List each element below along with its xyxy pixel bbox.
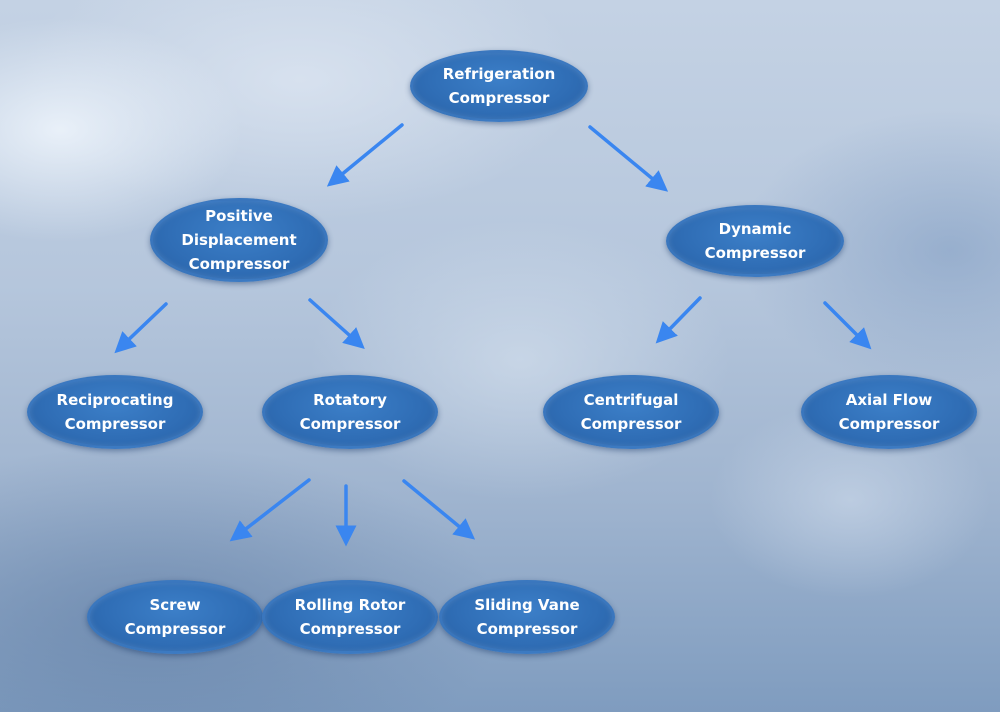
arrow-rotatory-to-screw [229, 478, 311, 542]
node-label: Centrifugal Compressor [580, 391, 682, 433]
arrow-dynamic-to-axial-flow [823, 301, 872, 350]
arrow-root-to-dynamic [588, 125, 669, 192]
node-label: Refrigeration Compressor [442, 65, 556, 107]
node-label: Rolling Rotor Compressor [294, 596, 406, 638]
node-positive-displacement-compressor: Positive Displacement Compressor [150, 198, 328, 282]
node-axial-flow-compressor: Axial Flow Compressor [801, 375, 977, 449]
node-screw-compressor: Screw Compressor [87, 580, 263, 654]
node-label: Screw Compressor [124, 596, 226, 638]
node-label: Sliding Vane Compressor [474, 596, 580, 638]
node-label: Axial Flow Compressor [838, 391, 940, 433]
arrow-pd-to-reciprocating [114, 302, 168, 354]
node-label: Positive Displacement Compressor [181, 207, 297, 273]
node-rolling-rotor-compressor: Rolling Rotor Compressor [262, 580, 438, 654]
arrow-pd-to-rotatory [308, 298, 365, 349]
node-refrigeration-compressor: Refrigeration Compressor [410, 50, 588, 122]
arrow-rotatory-to-sliding-vane [402, 479, 476, 540]
node-reciprocating-compressor: Reciprocating Compressor [27, 375, 203, 449]
node-rotatory-compressor: Rotatory Compressor [262, 375, 438, 449]
node-centrifugal-compressor: Centrifugal Compressor [543, 375, 719, 449]
node-label: Dynamic Compressor [704, 220, 806, 262]
node-label: Reciprocating Compressor [56, 391, 174, 433]
arrow-root-to-positive-displacement [326, 123, 404, 187]
node-label: Rotatory Compressor [299, 391, 401, 433]
node-dynamic-compressor: Dynamic Compressor [666, 205, 844, 277]
arrow-dynamic-to-centrifugal [655, 296, 702, 344]
node-sliding-vane-compressor: Sliding Vane Compressor [439, 580, 615, 654]
